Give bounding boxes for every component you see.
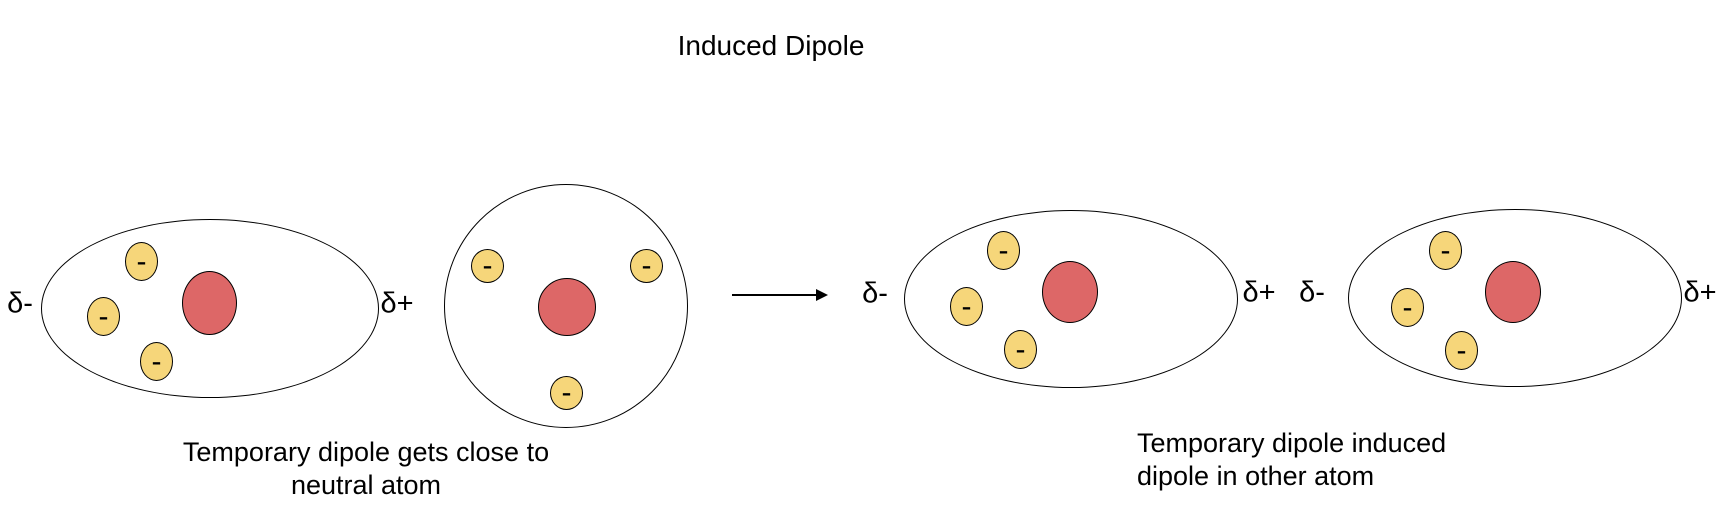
delta-plus-label: δ+ <box>1242 276 1276 309</box>
process-arrow <box>732 294 818 296</box>
electron: - <box>1004 330 1037 369</box>
electron: - <box>630 249 663 283</box>
electron-charge-label: - <box>561 376 572 409</box>
delta-plus-label: δ+ <box>1683 276 1717 309</box>
electron-charge-label: - <box>151 344 162 378</box>
electron: - <box>950 287 983 326</box>
caption-induced-dipole: Temporary dipole induced dipole in other… <box>1137 427 1446 493</box>
delta-plus-label: δ+ <box>380 287 414 320</box>
delta-minus-label: δ- <box>7 287 33 320</box>
electron-charge-label: - <box>961 289 972 323</box>
electron-charge-label: - <box>136 244 147 278</box>
electron: - <box>987 231 1020 270</box>
caption-line: Temporary dipole induced <box>1137 428 1447 458</box>
electron-charge-label: - <box>1440 233 1451 267</box>
electron: - <box>87 297 120 336</box>
nucleus <box>1042 261 1098 323</box>
electron-charge-label: - <box>641 249 652 282</box>
nucleus <box>182 271 237 335</box>
electron: - <box>471 249 504 283</box>
electron-charge-label: - <box>1456 333 1467 367</box>
electron-charge-label: - <box>998 233 1009 267</box>
electron: - <box>1429 231 1462 270</box>
electron: - <box>550 376 583 410</box>
electron: - <box>1391 288 1424 327</box>
page-title: Induced Dipole <box>677 30 865 61</box>
caption-temporary-dipole: Temporary dipole gets close to neutral a… <box>166 436 566 502</box>
delta-minus-label: δ- <box>1299 276 1325 309</box>
nucleus <box>1485 261 1541 323</box>
nucleus <box>538 278 596 336</box>
electron-charge-label: - <box>98 299 109 333</box>
caption-line: Temporary dipole gets close to <box>182 437 550 467</box>
caption-line: dipole in other atom <box>1137 461 1375 491</box>
electron: - <box>1445 331 1478 370</box>
electron-charge-label: - <box>482 249 493 282</box>
arrow-head-icon <box>816 289 828 301</box>
electron: - <box>140 342 173 381</box>
electron: - <box>125 242 158 281</box>
delta-minus-label: δ- <box>862 277 888 310</box>
electron-charge-label: - <box>1402 290 1413 324</box>
electron-charge-label: - <box>1015 332 1026 366</box>
caption-line: neutral atom <box>290 470 442 500</box>
